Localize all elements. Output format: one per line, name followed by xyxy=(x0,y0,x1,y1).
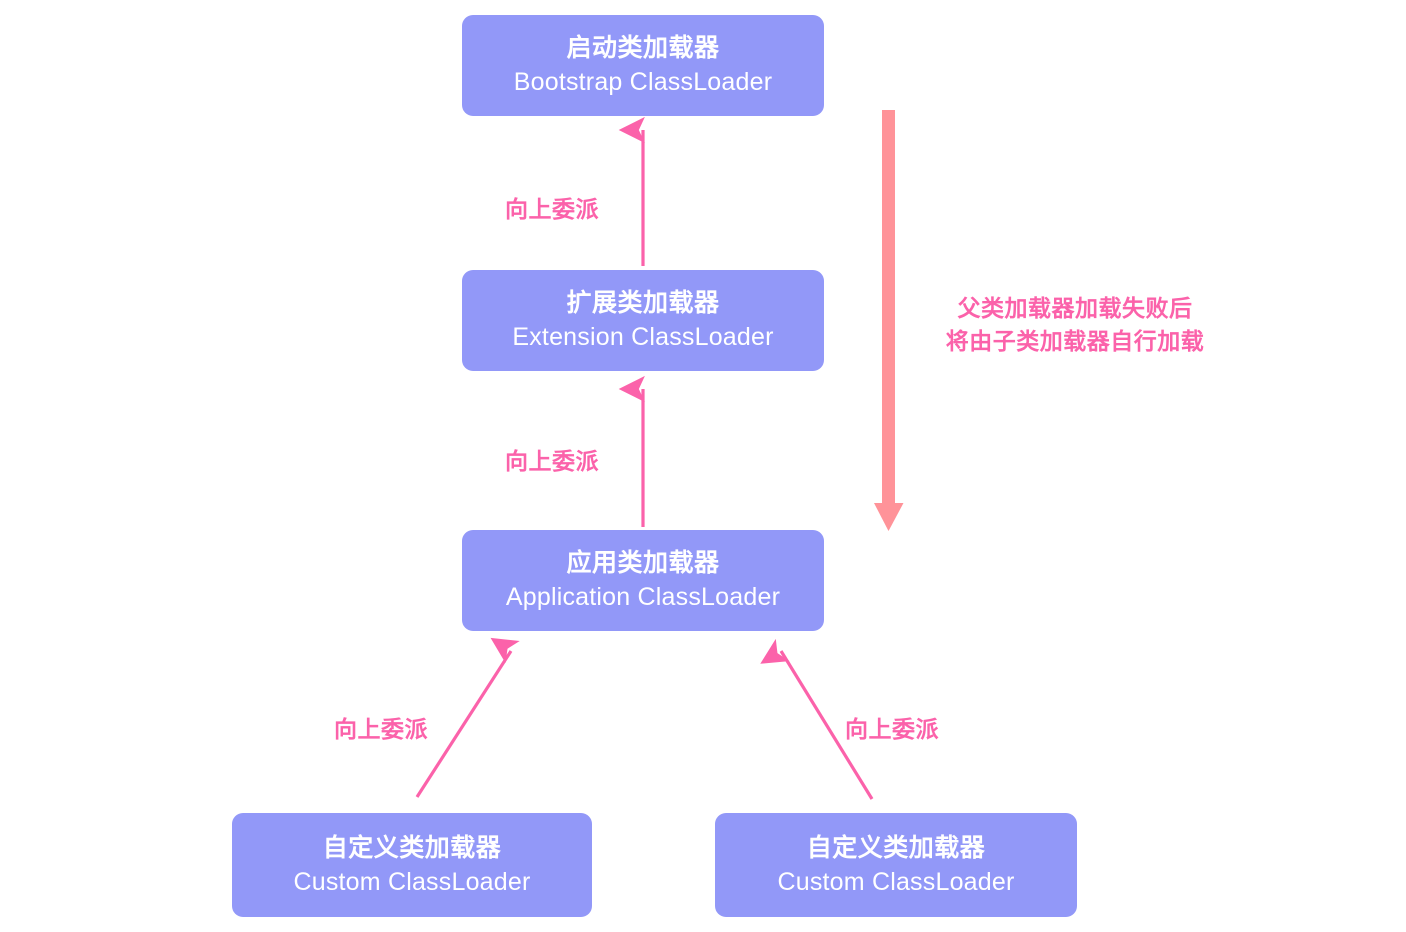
node-extension-label-en: Extension ClassLoader xyxy=(512,323,774,351)
node-bootstrap-classloader[interactable]: 启动类加载器 Bootstrap ClassLoader xyxy=(462,15,824,116)
edge-label-delegate-custom-right: 向上委派 xyxy=(845,716,939,742)
fallback-annotation-line2: 将由子类加载器自行加载 xyxy=(945,328,1205,355)
node-application-classloader[interactable]: 应用类加载器 Application ClassLoader xyxy=(462,530,824,631)
node-application-label-cn: 应用类加载器 xyxy=(566,549,720,577)
node-custom-left-label-cn: 自定义类加载器 xyxy=(322,833,502,862)
node-custom-classloader-left[interactable]: 自定义类加载器 Custom ClassLoader xyxy=(232,813,592,917)
edge-label-delegate-application-to-extension: 向上委派 xyxy=(505,448,599,474)
node-custom-right-label-en: Custom ClassLoader xyxy=(777,867,1015,896)
edge-label-delegate-custom-left: 向上委派 xyxy=(334,716,428,742)
node-application-label-en: Application ClassLoader xyxy=(505,583,781,611)
fallback-annotation-line1: 父类加载器加载失败后 xyxy=(957,295,1193,321)
arrow-custom-left-to-application xyxy=(415,637,520,798)
node-custom-right-label-cn: 自定义类加载器 xyxy=(806,833,986,862)
node-extension-classloader[interactable]: 扩展类加载器 Extension ClassLoader xyxy=(462,270,824,371)
arrow-fallback-downward xyxy=(874,110,904,531)
node-bootstrap-label-en: Bootstrap ClassLoader xyxy=(513,68,773,96)
edge-label-delegate-extension-to-bootstrap: 向上委派 xyxy=(505,196,599,222)
node-custom-left-label-en: Custom ClassLoader xyxy=(293,867,531,896)
fallback-annotation: 父类加载器加载失败后 将由子类加载器自行加载 xyxy=(925,292,1225,359)
node-custom-classloader-right[interactable]: 自定义类加载器 Custom ClassLoader xyxy=(715,813,1077,917)
node-bootstrap-label-cn: 启动类加载器 xyxy=(566,34,720,62)
node-extension-label-cn: 扩展类加载器 xyxy=(566,289,720,317)
